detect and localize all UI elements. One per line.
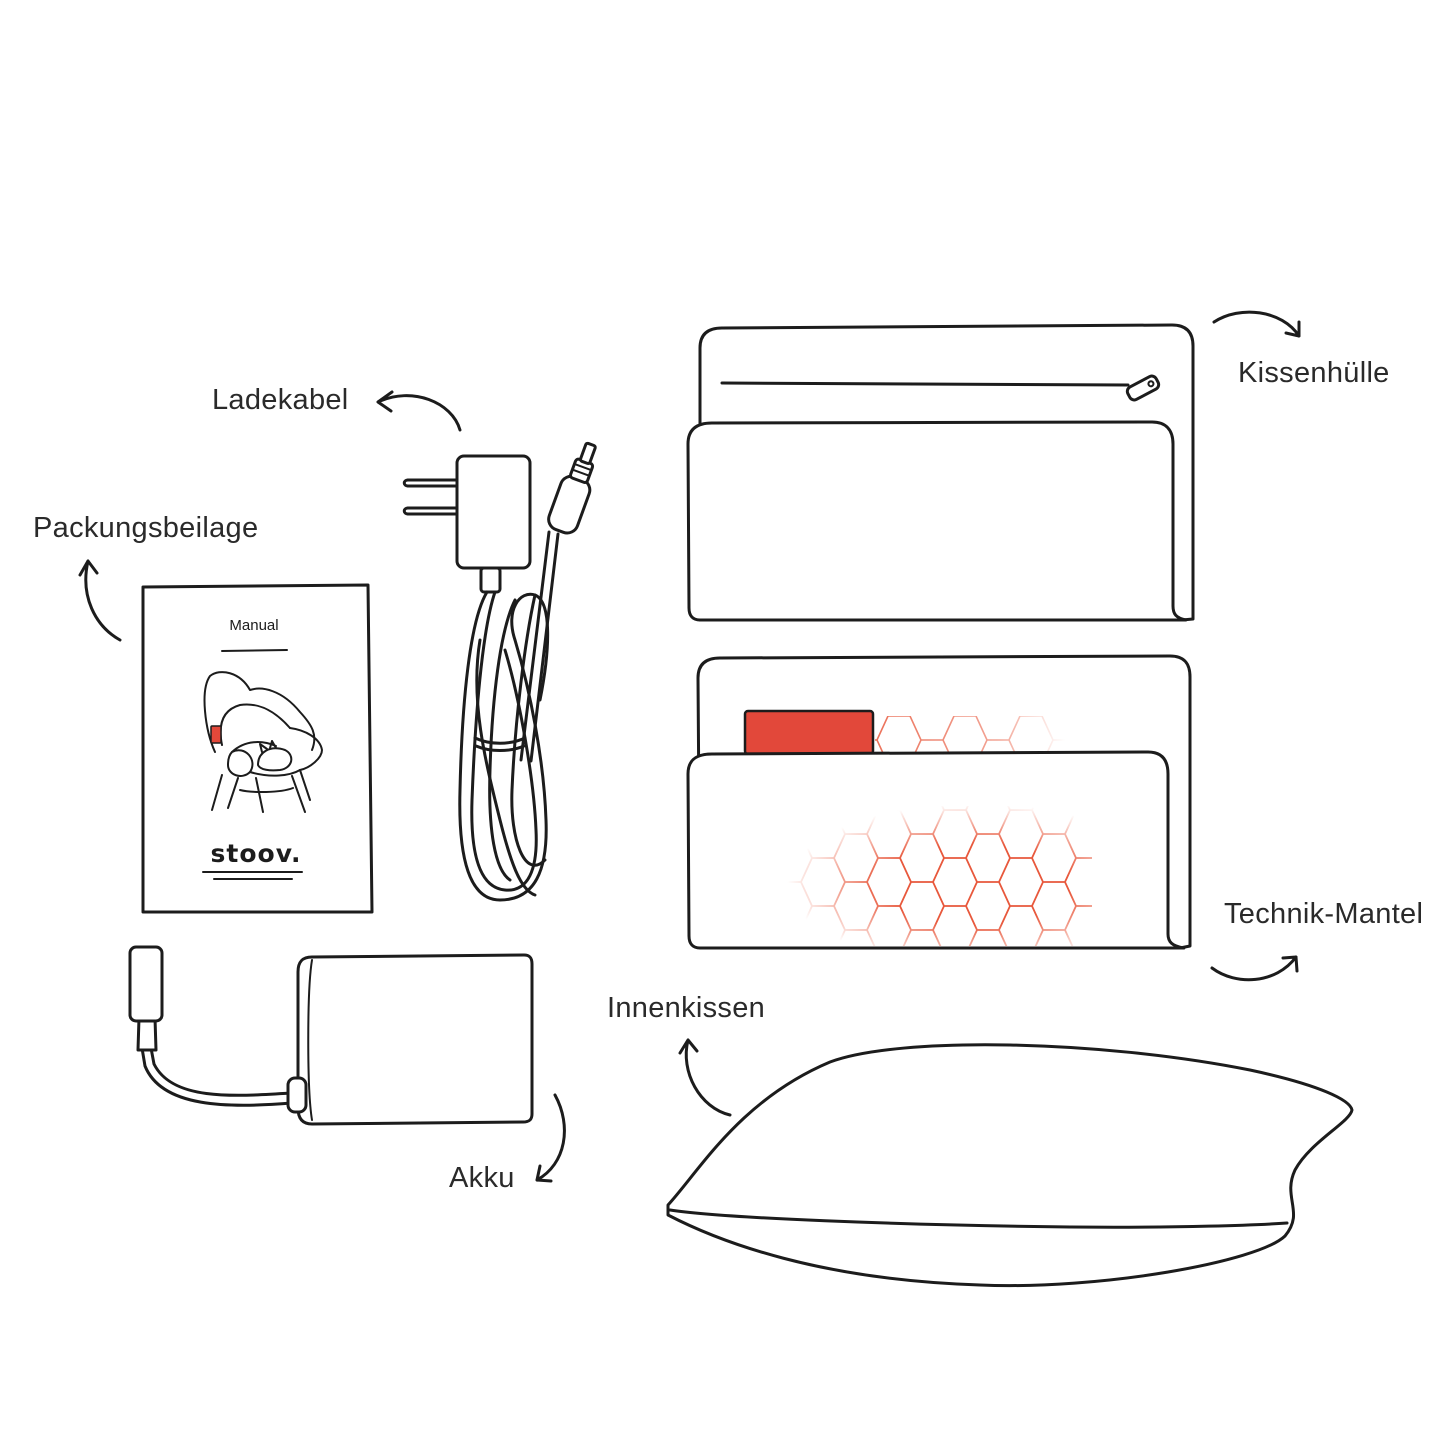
label-technik-mantel: Technik-Mantel: [1224, 898, 1424, 930]
arrow-icon: [678, 1038, 732, 1117]
cushion-cover-icon: [686, 323, 1195, 622]
tech-cover-icon: [686, 654, 1192, 950]
plug-prong-bottom: [406, 506, 458, 516]
battery-plug-neck: [136, 1016, 158, 1052]
manual-title: Manual: [229, 617, 278, 634]
manual-booklet-icon: Manual stoov.: [141, 583, 374, 914]
battery-button: [286, 1076, 308, 1114]
battery-edge-fold: [307, 959, 313, 1121]
plug-prong-top: [406, 478, 458, 488]
arrow-icon: [78, 559, 122, 642]
arrow-icon: [376, 390, 462, 432]
cat-icon: [257, 747, 293, 772]
arrow-icon: [1210, 955, 1299, 982]
coiled-cable: [458, 590, 550, 902]
label-akku: Akku: [449, 1162, 515, 1194]
plug-neck: [479, 566, 502, 594]
zipper-line: [720, 381, 1130, 387]
label-ladekabel: Ladekabel: [212, 384, 349, 416]
pillow-outline: [666, 1043, 1354, 1288]
manual-title-underline: [221, 649, 288, 652]
battery-body: [296, 953, 534, 1126]
battery-plug: [128, 945, 164, 1023]
charger-icon: [402, 441, 597, 902]
armchair-icon: [203, 671, 323, 813]
manual-brand-logo: stoov.: [211, 839, 302, 868]
label-innenkissen: Innenkissen: [607, 992, 766, 1024]
manual-brand-underline: [202, 871, 303, 880]
heating-mesh-front: [768, 806, 1092, 946]
manual-cover: [141, 583, 374, 914]
cable-tie: [473, 736, 527, 752]
manual-red-tag: [210, 725, 222, 744]
heating-mesh-back: [875, 716, 1065, 753]
cover-front-panel: [686, 420, 1188, 622]
inner-pillow-icon: [666, 1043, 1354, 1288]
battery-icon: [128, 945, 534, 1126]
zipper-pull-icon: [1125, 374, 1161, 402]
label-kissenhuelle: Kissenhülle: [1238, 357, 1390, 389]
arrow-icon: [535, 1093, 566, 1183]
barrel-connector: [547, 441, 597, 535]
pillow-seam: [668, 1208, 1289, 1229]
heating-control-pad: [743, 709, 875, 756]
arrow-icon: [1212, 310, 1301, 338]
battery-cable: [140, 1046, 294, 1107]
label-packungsbeilage: Packungsbeilage: [33, 512, 259, 544]
plug-body: [455, 454, 532, 570]
